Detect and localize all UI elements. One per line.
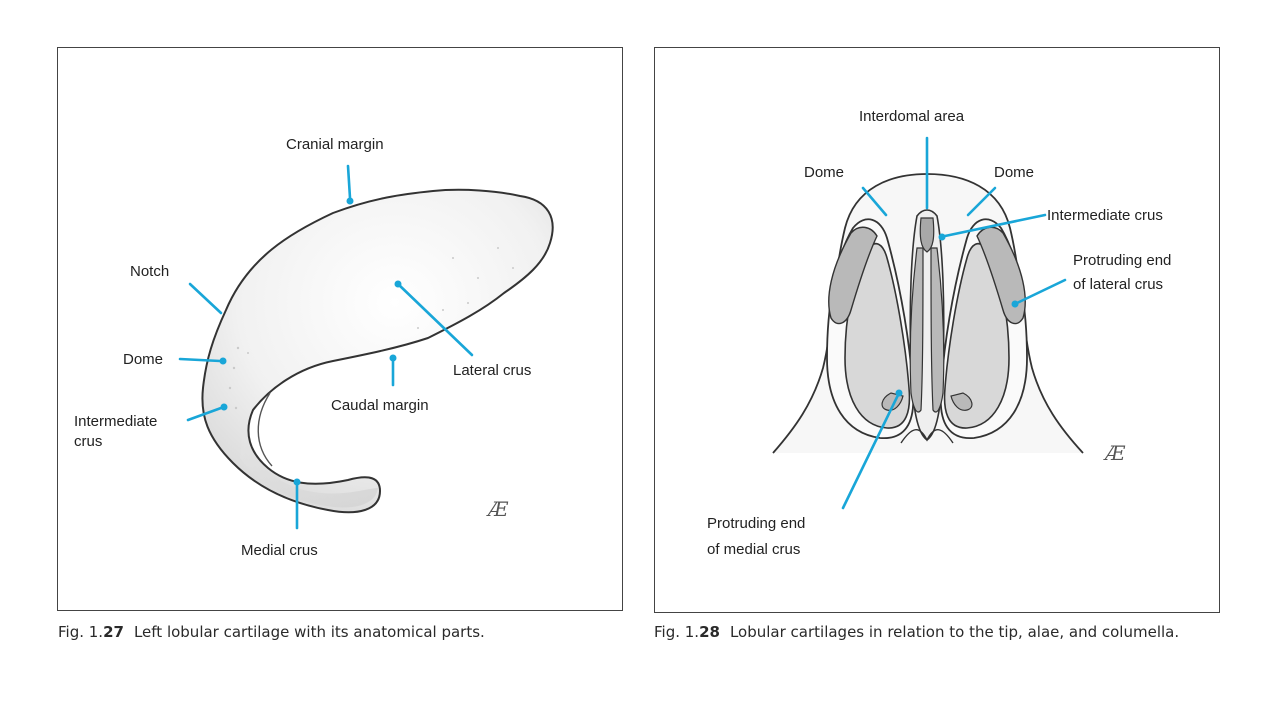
intermediate-crus-strip	[919, 217, 935, 253]
leader-lateral-crus	[396, 282, 474, 357]
label-protruding-medial-line1: Protruding end	[707, 515, 805, 532]
medial-crus-left	[909, 247, 924, 413]
leader-dome-right	[966, 186, 997, 217]
label-protruding-lateral-line1: Protruding end	[1073, 252, 1171, 269]
medial-crus-shading	[240, 428, 378, 508]
caption-28-text: Lobular cartilages in relation to the ti…	[729, 623, 1180, 641]
leader-protruding-medial	[841, 391, 901, 510]
right-nostril	[943, 242, 1010, 429]
dot-cranial-margin	[346, 197, 354, 205]
caption-27-prefix: Fig. 1.	[58, 623, 104, 641]
inner-fold-line	[257, 392, 273, 467]
figure-1-27: Cranial margin Notch Dome Intermediate c…	[57, 47, 623, 611]
artist-signature: Æ	[486, 497, 509, 521]
label-protruding-medial-line2: of medial crus	[707, 541, 800, 558]
label-dome-left: Dome	[804, 164, 844, 181]
leader-dome	[178, 357, 222, 363]
figure-1-28: Interdomal area Dome Dome Intermediate c…	[654, 47, 1220, 613]
label-cranial-margin: Cranial margin	[286, 136, 384, 153]
label-notch: Notch	[130, 263, 169, 280]
figure-1-28-caption: Fig. 1.28 Lobular cartilages in relation …	[654, 623, 1220, 642]
figure-1-27-illustration: Cranial margin Notch Dome Intermediate c…	[74, 136, 554, 559]
leader-intermediate-crus	[943, 213, 1047, 238]
label-medial-crus: Medial crus	[241, 542, 318, 559]
label-protruding-lateral-line2: of lateral crus	[1073, 276, 1163, 293]
label-dome: Dome	[123, 351, 163, 368]
leader-notch	[188, 282, 223, 315]
caption-27-number: 27	[103, 623, 124, 641]
caption-27-label: Fig. 1.27	[58, 623, 124, 641]
lip-curve	[900, 429, 954, 444]
label-caudal-margin: Caudal margin	[331, 397, 429, 414]
dot-dome	[219, 357, 227, 365]
dot-intermediate-crus	[220, 403, 228, 411]
label-interdomal-area: Interdomal area	[859, 108, 965, 125]
label-dome-right: Dome	[994, 164, 1034, 181]
lobular-cartilage-shape	[201, 188, 554, 514]
medial-crus-right	[930, 247, 945, 413]
artist-signature: Æ	[1103, 441, 1126, 465]
left-nostril	[844, 242, 911, 429]
leader-intermediate-crus	[186, 406, 223, 422]
label-lateral-crus: Lateral crus	[453, 362, 531, 379]
right-lateral-crus	[976, 226, 1026, 325]
label-intermediate-crus-line2: crus	[74, 433, 102, 450]
leader-cranial-margin	[346, 164, 352, 200]
stipple-texture	[228, 247, 514, 410]
caption-28-prefix: Fig. 1.	[654, 623, 700, 641]
label-intermediate-crus-line1: Intermediate	[74, 413, 157, 430]
dot-intermediate-crus-28	[938, 233, 946, 241]
caption-28-label: Fig. 1.28	[654, 623, 720, 641]
left-lateral-crus	[828, 226, 878, 325]
figure-1-28-illustration: Interdomal area Dome Dome Intermediate c…	[707, 108, 1171, 558]
dot-protruding-lateral	[1011, 300, 1019, 308]
leader-protruding-lateral	[1015, 278, 1067, 305]
dot-caudal-margin	[389, 354, 397, 362]
label-intermediate-crus: Intermediate crus	[1047, 207, 1163, 224]
caption-27-text: Left lobular cartilage with its anatomic…	[133, 623, 485, 641]
figure-1-27-caption: Fig. 1.27 Left lobular cartilage with its…	[58, 623, 628, 642]
caption-28-number: 28	[699, 623, 720, 641]
medial-crus-foot-right	[950, 392, 973, 411]
dot-medial-crus	[293, 478, 301, 486]
leader-dome-left	[861, 186, 888, 217]
